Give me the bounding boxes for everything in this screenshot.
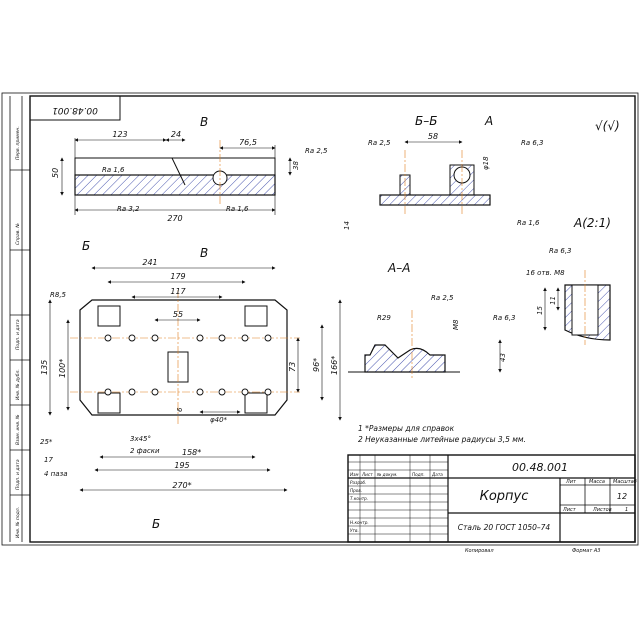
tb-person-utv: Утв. [350, 528, 359, 533]
dim-17: 17 [44, 456, 53, 464]
detail-a-title: А(2:1) [573, 216, 611, 230]
tb-copied: Копировал [465, 548, 494, 554]
ra-25-bb: Ra 2,5 [368, 139, 391, 147]
dim-r29: R29 [377, 314, 391, 322]
tb-person-razrab: Разраб. [350, 480, 366, 485]
dim-123: 123 [112, 130, 127, 139]
dim-270-plan: 270* [172, 481, 191, 490]
cut-label-v-top: В [200, 115, 208, 129]
title-block [347, 454, 636, 543]
tb-row-izm: Изм [350, 472, 359, 477]
dim-100: 100* [58, 359, 67, 378]
dim-6: 6 [176, 407, 184, 412]
dim-241: 241 [142, 258, 157, 267]
rotated-number-box [29, 95, 121, 121]
dim-73: 73 [288, 362, 297, 372]
ra-16-top-b: Ra 1,6 [226, 205, 249, 213]
tb-row-doc: № докум. [376, 472, 398, 477]
dim-4paza: 4 паза [44, 470, 68, 478]
stamp-6: Подп. и дата [15, 459, 21, 490]
top-view [60, 138, 292, 215]
note-1: 1 *Размеры для справок [358, 424, 455, 433]
stamp-7: Инв. № подл. [15, 507, 21, 538]
tb-material: Сталь 20 ГОСТ 1050–74 [458, 523, 551, 532]
tb-lit-label: Лит [565, 479, 577, 485]
section-bb-title: Б–Б [415, 114, 437, 128]
dim-96: 96* [312, 358, 321, 372]
tb-format: Формат А3 [572, 548, 600, 554]
rotated-number: 00.48.001 [52, 105, 98, 115]
dim-135: 135 [40, 360, 49, 375]
dim-117: 117 [170, 287, 186, 296]
tb-person-tkontr: Т.контр. [350, 496, 368, 501]
dim-195: 195 [174, 461, 189, 470]
cut-label-v-bottom: В [200, 246, 208, 260]
ra-16-bb: Ra 1,6 [517, 219, 540, 227]
dim-24: 24 [171, 130, 181, 139]
note-2: 2 Неуказанные литейные радиусы 3,5 мм. [358, 435, 526, 444]
tb-sheet-label: Лист [562, 507, 577, 513]
stamp-1: Перв. примен. [15, 126, 21, 160]
tb-sheets-label: Листов [592, 507, 612, 513]
dim-m8: M8 [452, 319, 460, 330]
dim-14: 14 [343, 221, 351, 230]
tb-row-podp: Подп. [412, 472, 425, 477]
section-aa [348, 310, 502, 380]
dim-2faski: 2 фаски [130, 447, 160, 455]
tb-sheets-value: 1 [625, 507, 628, 513]
dim-3x45: 3х45° [130, 435, 151, 443]
dim-765: 76,5 [239, 138, 257, 147]
tb-mass-label: Масса [589, 479, 605, 485]
tb-person-nkontr: Н.контр. [350, 520, 369, 525]
ra-32-top: Ra 3,2 [117, 205, 140, 213]
inner-frame [29, 95, 636, 543]
dim-270-top: 270 [167, 214, 182, 223]
dim-166: 166* [330, 356, 339, 375]
dim-38: 38 [292, 161, 300, 170]
tb-person-prov: Пров. [350, 488, 362, 493]
stamp-4: Инв. № дубл. [15, 369, 21, 400]
ra-25-top: Ra 2,5 [305, 147, 328, 155]
tb-name: Корпус [480, 489, 529, 504]
stamp-3: Подп. и дата [15, 319, 21, 350]
side-stamp-column [9, 96, 30, 542]
dim-55: 55 [173, 310, 183, 319]
ra-63-aa: Ra 6,3 [493, 314, 516, 322]
tb-scale-value: 12 [617, 492, 627, 501]
roughness-general-symbol: √(√) [595, 119, 620, 133]
ra-63-det: Ra 6,3 [549, 247, 572, 255]
section-aa-title: А–А [387, 261, 410, 275]
section-a-arrow-label: А [484, 114, 493, 128]
cut-label-b-top: Б [82, 239, 90, 253]
dim-16otv: 16 отв. M8 [526, 269, 565, 277]
dim-25: 25* [40, 438, 53, 446]
tb-row-data: Дата [431, 472, 443, 477]
section-bb [379, 140, 491, 215]
dim-r85: R8,5 [50, 291, 67, 299]
dim-phi40: φ40* [210, 416, 228, 424]
stamp-5: Взам. инв. № [15, 414, 21, 445]
tb-row-list: Лист [361, 472, 373, 477]
tb-designation: 00.48.001 [512, 461, 568, 474]
dim-58: 58 [428, 132, 438, 141]
ra-16-top-a: Ra 1,6 [102, 166, 125, 174]
detail-a [543, 270, 611, 345]
dim-11: 11 [549, 296, 557, 305]
dim-158: 158* [182, 448, 201, 457]
ra-25-aa: Ra 2,5 [431, 294, 454, 302]
dim-phi18: φ18 [482, 156, 490, 170]
dim-15: 15 [536, 306, 544, 315]
plan-view [48, 266, 342, 492]
cut-label-b-bottom: Б [152, 517, 160, 531]
dim-43: 43 [499, 353, 507, 362]
outer-frame [1, 92, 639, 546]
tb-scale-label: Масштаб [613, 479, 637, 485]
stamp-2: Справ. № [15, 223, 21, 245]
dim-50: 50 [51, 168, 60, 178]
ra-63-bb: Ra 6,3 [521, 139, 544, 147]
dim-179: 179 [170, 272, 185, 281]
